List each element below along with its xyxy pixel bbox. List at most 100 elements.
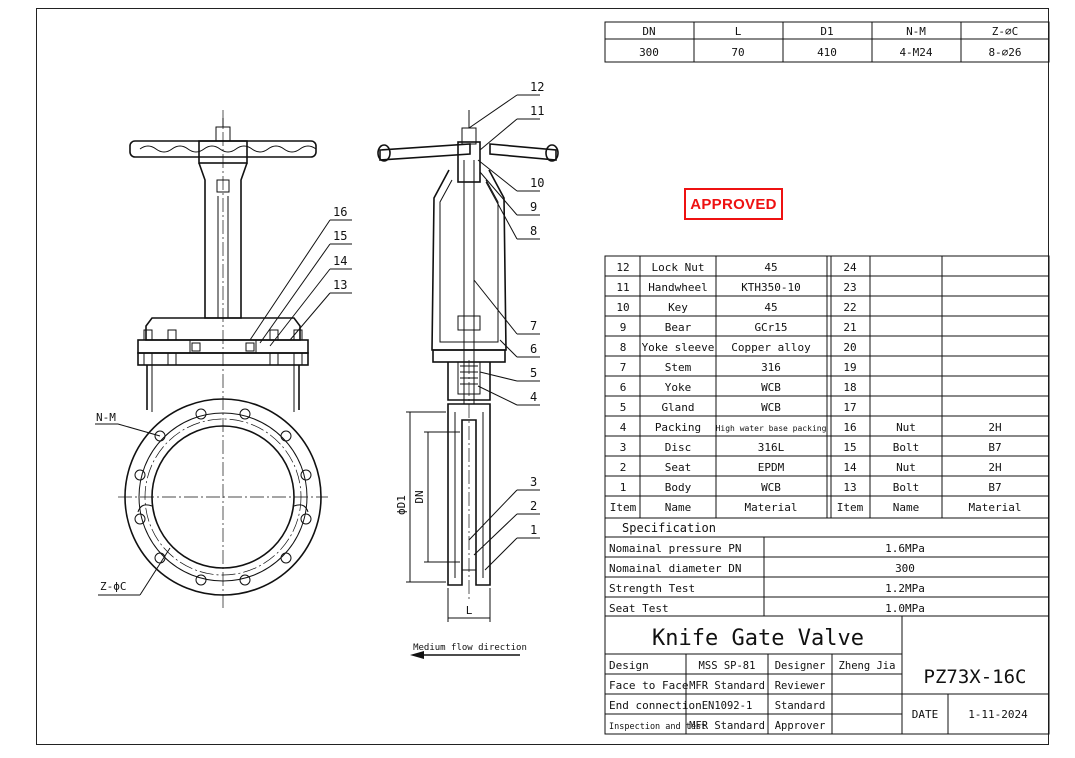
spec-value-dn: 300 <box>895 562 915 575</box>
model-number: PZ73X-16C <box>924 666 1027 688</box>
parts-left-material: 316 <box>761 361 781 374</box>
dim-header-l: L <box>735 25 742 38</box>
spec-label-strength: Strength Test <box>609 582 695 595</box>
callout-3: 3 <box>530 475 537 489</box>
spec-title: Specification <box>622 521 716 535</box>
title-row-role: Designer <box>775 660 826 672</box>
spec-value-strength: 1.2MPa <box>885 582 925 595</box>
title-row-role: Approver <box>775 720 826 732</box>
dim-header-zc: Z-⌀C <box>992 25 1019 38</box>
parts-right-item: 19 <box>843 361 856 374</box>
dim-value-zc: 8-⌀26 <box>988 46 1021 59</box>
parts-header-item-left: Item <box>610 501 637 514</box>
title-block: Knife Gate Valve PZ73X-16C DATE 1-11-202… <box>604 615 1050 735</box>
parts-right-item: 13 <box>843 481 856 494</box>
spec-value-seat: 1.0MPa <box>885 602 925 615</box>
parts-left-material: WCB <box>761 381 781 394</box>
parts-left-item: 7 <box>620 361 627 374</box>
callout-2: 2 <box>530 499 537 513</box>
parts-right-item: 20 <box>843 341 856 354</box>
label-nm: N-M <box>96 411 116 424</box>
date-label: DATE <box>912 708 939 721</box>
label-zc: Z-ϕC <box>100 580 127 593</box>
parts-left-material: 316L <box>758 441 785 454</box>
parts-right-material: B7 <box>988 481 1001 494</box>
front-view: N-M Z-ϕC 16 15 14 13 <box>95 110 352 610</box>
title-row-value: MSS SP-81 <box>699 660 756 672</box>
date-value: 1-11-2024 <box>968 708 1028 721</box>
dim-value-nm: 4-M24 <box>899 46 932 59</box>
dimensions-table: DN L D1 N-M Z-⌀C 300 70 410 4-M24 8-⌀26 <box>604 21 1050 63</box>
spec-label-seat: Seat Test <box>609 602 669 615</box>
parts-left-item: 9 <box>620 321 627 334</box>
label-l: L <box>466 604 473 617</box>
bolt-holes <box>134 408 312 586</box>
title-row-label: Inspection and test <box>609 722 706 732</box>
title-row-label: Face to Face <box>609 679 688 692</box>
callout-7: 7 <box>530 319 537 333</box>
parts-right-name: Bolt <box>893 441 920 454</box>
title-row-value: MFR Standard <box>689 680 765 692</box>
parts-header-item-right: Item <box>837 501 864 514</box>
spec-label-dn: Nomainal diameter DN <box>609 562 741 575</box>
parts-left-material: Copper alloy <box>731 341 811 354</box>
parts-left-item: 11 <box>616 281 629 294</box>
parts-right-item: 14 <box>843 461 857 474</box>
parts-right-item: 22 <box>843 301 856 314</box>
parts-right-item: 16 <box>843 421 856 434</box>
callout-6: 6 <box>530 342 537 356</box>
dim-value-l: 70 <box>731 46 744 59</box>
parts-right-item: 18 <box>843 381 856 394</box>
dim-value-dn: 300 <box>639 46 659 59</box>
parts-left-name: Body <box>665 481 692 494</box>
dim-value-d1: 410 <box>817 46 837 59</box>
parts-left-name: Yoke <box>665 381 692 394</box>
parts-left-item: 5 <box>620 401 627 414</box>
parts-left-item: 10 <box>616 301 629 314</box>
label-dn: DN <box>413 490 426 503</box>
parts-left-material: KTH350-10 <box>741 281 801 294</box>
title-row-role: Standard <box>775 700 826 712</box>
parts-left-item: 4 <box>620 421 627 434</box>
parts-right-material: 2H <box>988 421 1001 434</box>
callout-12: 12 <box>530 80 544 94</box>
specification-table: Specification Nomainal pressure PN 1.6MP… <box>604 517 1050 617</box>
parts-right-item: 24 <box>843 261 857 274</box>
callout-10: 10 <box>530 176 544 190</box>
parts-left-name: Gland <box>661 401 694 414</box>
parts-right-name: Bolt <box>893 481 920 494</box>
parts-left-name: Seat <box>665 461 692 474</box>
parts-right-material: B7 <box>988 441 1001 454</box>
spec-label-pn: Nomainal pressure PN <box>609 542 741 555</box>
callout-4: 4 <box>530 390 537 404</box>
parts-left-material: WCB <box>761 401 781 414</box>
parts-left-material: EPDM <box>758 461 785 474</box>
callout-8: 8 <box>530 224 537 238</box>
parts-right-material: 2H <box>988 461 1001 474</box>
parts-right-item: 21 <box>843 321 856 334</box>
dim-header-dn: DN <box>642 25 655 38</box>
parts-left-material: High water base packing <box>716 424 827 433</box>
callout-14: 14 <box>333 254 347 268</box>
callout-5: 5 <box>530 366 537 380</box>
parts-left-material: GCr15 <box>754 321 787 334</box>
callout-13: 13 <box>333 278 347 292</box>
parts-left-item: 1 <box>620 481 627 494</box>
callout-11: 11 <box>530 104 544 118</box>
parts-left-name: Key <box>668 301 688 314</box>
parts-header-name-right: Name <box>893 501 920 514</box>
parts-header-name-left: Name <box>665 501 692 514</box>
title-row-value: EN1092-1 <box>702 700 753 712</box>
parts-header-material-right: Material <box>969 501 1022 514</box>
parts-left-name: Bear <box>665 321 692 334</box>
title-row-person: Zheng Jia <box>839 660 896 672</box>
parts-left-name: Yoke sleeve <box>642 341 715 354</box>
spec-value-pn: 1.6MPa <box>885 542 925 555</box>
parts-right-item: 15 <box>843 441 856 454</box>
parts-left-name: Packing <box>655 421 701 434</box>
callout-1: 1 <box>530 523 537 537</box>
parts-left-item: 8 <box>620 341 627 354</box>
